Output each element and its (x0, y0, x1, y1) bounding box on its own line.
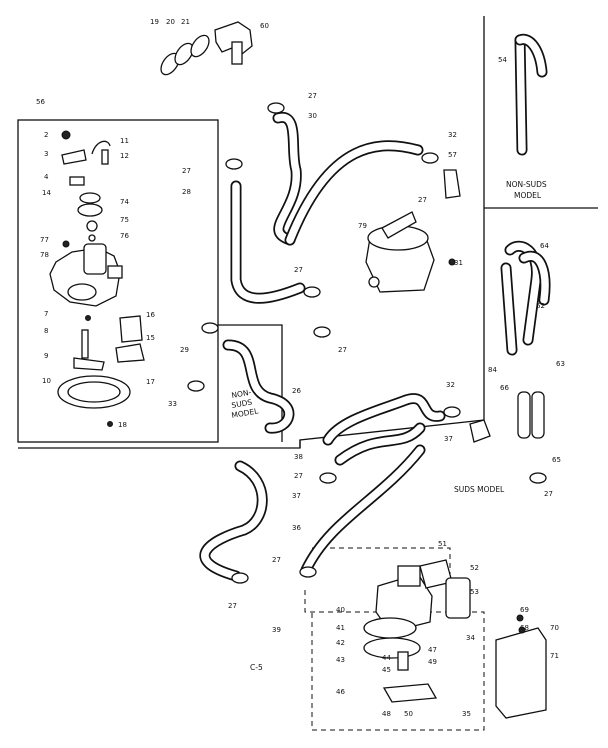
callout-63: 63 (556, 360, 565, 368)
callout-30: 30 (308, 112, 317, 120)
non-suds-model-mid-line2: SUDS (231, 397, 253, 410)
callout-15: 15 (146, 334, 155, 342)
callout-10: 10 (42, 377, 51, 385)
callout-44: 44 (382, 654, 391, 662)
callout-labels: 19 20 21 60 56 2 11 3 12 4 14 74 75 76 7… (36, 18, 565, 718)
callout-71: 71 (550, 652, 559, 660)
callout-29: 29 (180, 346, 189, 354)
callout-62: 62 (536, 302, 545, 310)
frame-lines (17, 16, 598, 731)
callout-69: 69 (520, 606, 529, 614)
callout-53: 53 (470, 588, 479, 596)
callout-60: 60 (260, 22, 269, 30)
callout-26: 26 (292, 387, 301, 395)
pump-subassembly (49, 130, 145, 427)
callout-34: 34 (466, 634, 475, 642)
callout-36: 36 (292, 524, 301, 532)
callout-14: 14 (42, 189, 51, 197)
callout-51: 51 (438, 540, 447, 548)
callout-79: 79 (358, 222, 367, 230)
callout-27-b: 27 (182, 167, 191, 175)
callout-77: 77 (40, 236, 49, 244)
callout-78: 78 (40, 251, 49, 259)
callout-7: 7 (44, 310, 48, 318)
callout-40: 40 (336, 606, 345, 614)
non-suds-model-top-line2: MODEL (514, 191, 542, 200)
callout-31: 31 (454, 259, 463, 267)
callout-45: 45 (382, 666, 391, 674)
callout-70: 70 (550, 624, 559, 632)
callout-52: 52 (470, 564, 479, 572)
callout-27-c: 27 (418, 196, 427, 204)
callout-33: 33 (168, 400, 177, 408)
pump-body-79 (365, 211, 456, 293)
callout-20: 20 (166, 18, 175, 26)
ring-20 (174, 42, 194, 66)
callout-32-a: 32 (448, 131, 457, 139)
suds-model-caption: SUDS MODEL (454, 485, 505, 494)
bottom-assembly (363, 559, 547, 719)
callout-12: 12 (120, 152, 129, 160)
page-code: C-5 (250, 663, 263, 672)
callout-27-h: 27 (272, 556, 281, 564)
callout-8: 8 (44, 327, 48, 335)
callout-19: 19 (150, 18, 159, 26)
callout-48: 48 (382, 710, 391, 718)
callout-27-d: 27 (294, 266, 303, 274)
callout-64: 64 (540, 242, 549, 250)
hoses (199, 33, 551, 582)
callout-47: 47 (428, 646, 437, 654)
callout-74: 74 (120, 198, 129, 206)
callout-43: 43 (336, 656, 345, 664)
callout-41: 41 (336, 624, 345, 632)
callout-68: 68 (520, 624, 529, 632)
callout-54: 54 (498, 56, 507, 64)
callout-28: 28 (182, 188, 191, 196)
callout-84: 84 (488, 366, 497, 374)
callout-32-b: 32 (446, 381, 455, 389)
callout-49: 49 (428, 658, 437, 666)
callout-39: 39 (272, 626, 281, 634)
non-suds-model-top-line1: NON-SUDS (506, 180, 547, 189)
callout-37-b: 37 (292, 492, 301, 500)
callout-18: 18 (118, 421, 127, 429)
captions: NON-SUDS MODEL NON- SUDS MODEL SUDS MODE… (231, 180, 547, 672)
callout-4: 4 (44, 173, 49, 181)
callout-56: 56 (36, 98, 45, 106)
callout-3: 3 (44, 150, 48, 158)
callout-76: 76 (120, 232, 129, 240)
callout-2: 2 (44, 131, 48, 139)
callout-57: 57 (448, 151, 457, 159)
callout-38: 38 (294, 453, 303, 461)
callout-11: 11 (120, 137, 129, 145)
clamps (187, 102, 547, 584)
callout-75: 75 (120, 216, 129, 224)
callout-42: 42 (336, 639, 345, 647)
callout-50: 50 (404, 710, 413, 718)
callout-27-a: 27 (308, 92, 317, 100)
callout-66: 66 (500, 384, 509, 392)
callout-9: 9 (44, 352, 48, 360)
callout-35: 35 (462, 710, 471, 718)
top-coupling-assembly (160, 21, 253, 76)
callout-17: 17 (146, 378, 155, 386)
non-suds-model-mid-line1: NON- (231, 388, 252, 400)
callout-46: 46 (336, 688, 345, 696)
callout-27-e: 27 (338, 346, 347, 354)
callout-21: 21 (181, 18, 190, 26)
callout-16: 16 (146, 311, 155, 319)
callout-27-g: 27 (294, 472, 303, 480)
callout-37-a: 37 (444, 435, 453, 443)
ring-21 (190, 34, 210, 58)
callout-27-i: 27 (228, 602, 237, 610)
callout-27-f: 27 (544, 490, 553, 498)
callout-65: 65 (552, 456, 561, 464)
